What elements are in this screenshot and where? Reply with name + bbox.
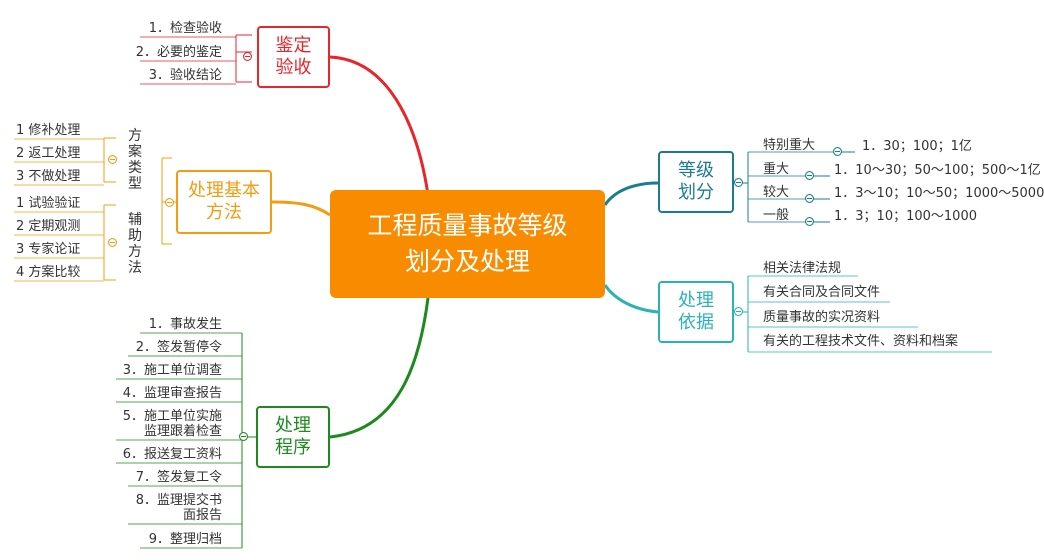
list-item: 7．签发复工令: [135, 470, 222, 485]
group-label-fangan: 方案类型: [128, 128, 142, 192]
collapse-toggle-icon[interactable]: [805, 171, 814, 180]
topic-fangfa-text: 处理基本方法: [188, 180, 260, 223]
branch-fangfa: [271, 200, 331, 217]
collapse-toggle-icon[interactable]: [833, 147, 842, 156]
grade-name: 较大: [763, 185, 790, 200]
topic-dengji-text: 等级划分: [678, 160, 714, 203]
topic-jianding-text: 鉴定验收: [275, 35, 312, 78]
grade-value: 1．10～30；50～100；500～1亿: [834, 163, 1041, 178]
grade-name: 特别重大: [763, 138, 816, 153]
grade-value: 1．3；10；100～1000: [834, 209, 977, 224]
list-item: 相关法律法规: [763, 261, 842, 276]
list-item: 3 不做处理: [16, 169, 81, 184]
collapse-toggle-icon[interactable]: [805, 194, 814, 203]
collapse-toggle-icon[interactable]: [243, 52, 252, 61]
grade-name: 重大: [763, 162, 790, 177]
topic-fangfa[interactable]: 处理基本方法: [176, 170, 272, 234]
list-item: 4．监理审查报告: [122, 386, 222, 401]
branch-jianding: [329, 55, 430, 196]
list-item: 3．施工单位调查: [122, 363, 222, 378]
collapse-toggle-icon[interactable]: [108, 238, 117, 247]
central-topic[interactable]: 工程质量事故等级划分及处理: [330, 190, 605, 298]
list-item: 2．必要的鉴定: [135, 45, 222, 60]
group-label-fuzhu: 辅助方法: [128, 212, 142, 276]
list-item: 1 修补处理: [16, 123, 81, 138]
list-item: 2．签发暂停令: [135, 340, 222, 355]
branch-dengji: [603, 181, 659, 206]
collapse-toggle-icon[interactable]: [108, 155, 117, 164]
collapse-toggle-icon[interactable]: [805, 217, 814, 226]
grade-value: 1．3～10；10～50；1000～5000: [834, 186, 1044, 201]
list-item: 质量事故的实况资料: [763, 310, 881, 325]
list-item: 1．事故发生: [148, 317, 222, 332]
list-item: 3 专家论证: [16, 242, 81, 257]
collapse-toggle-icon[interactable]: [734, 178, 743, 187]
topic-chengxu-text: 处理程序: [275, 415, 311, 458]
list-item: 1．检查验收: [148, 21, 222, 36]
list-item: 2 返工处理: [16, 146, 81, 161]
list-item: 有关的工程技术文件、资料和档案: [763, 334, 959, 349]
list-item: 3．验收结论: [148, 68, 222, 83]
central-topic-text: 工程质量事故等级划分及处理: [367, 211, 568, 276]
branch-chengxu: [329, 297, 430, 439]
list-item: 8．监理提交书面报告: [135, 493, 222, 523]
list-item: 9．整理归档: [148, 532, 222, 547]
grade-name: 一般: [763, 208, 790, 223]
list-item: 6．报送复工资料: [122, 447, 222, 462]
list-item: 1 试验验证: [16, 196, 81, 211]
topic-dengji[interactable]: 等级划分: [658, 151, 734, 213]
topic-yiju-text: 处理依据: [678, 290, 714, 333]
topic-yiju[interactable]: 处理依据: [658, 281, 734, 343]
list-item: 5．施工单位实施监理跟着检查: [122, 409, 222, 439]
collapse-toggle-icon[interactable]: [165, 198, 174, 207]
grade-value: 1．30；100；1亿: [862, 139, 972, 154]
list-item: 有关合同及合同文件: [763, 285, 881, 300]
branch-yiju: [603, 284, 659, 314]
list-item: 4 方案比较: [16, 265, 81, 280]
collapse-toggle-icon[interactable]: [734, 307, 743, 316]
collapse-toggle-icon[interactable]: [239, 432, 248, 441]
list-item: 2 定期观测: [16, 219, 81, 234]
topic-jianding[interactable]: 鉴定验收: [257, 26, 330, 88]
topic-chengxu[interactable]: 处理程序: [256, 406, 330, 468]
